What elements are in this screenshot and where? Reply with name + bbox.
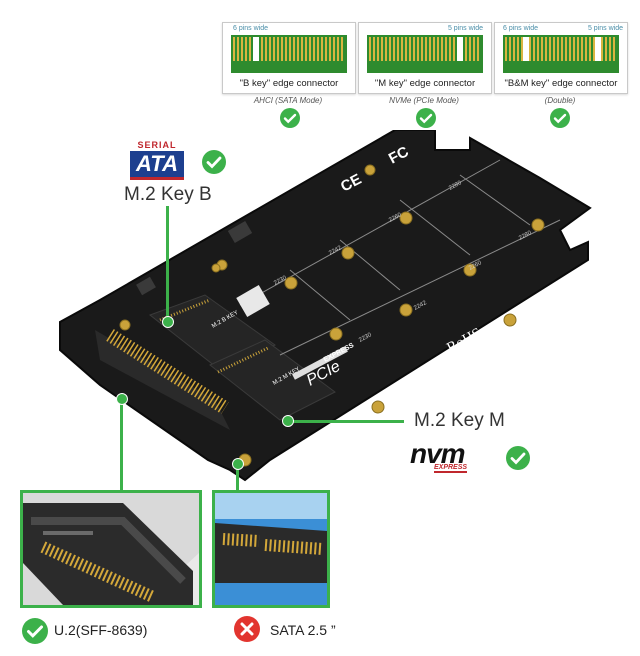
key-m-pointer bbox=[282, 415, 294, 427]
connector-mode: NVMe (PCIe Mode) bbox=[389, 96, 459, 105]
check-icon bbox=[506, 446, 530, 470]
connector-name: "B key" edge connector bbox=[239, 78, 339, 89]
chip bbox=[227, 220, 253, 244]
key-b-pointer bbox=[162, 316, 174, 328]
sata-leader-line bbox=[236, 462, 239, 492]
b-key-notch bbox=[523, 37, 529, 61]
size-label: 2260 bbox=[388, 212, 403, 224]
adapter-board: CE FC RoHS PCIe EXPRESS M.2 B KEY M.2 M … bbox=[59, 130, 592, 482]
size-label: 2280 bbox=[448, 180, 463, 192]
logo-sub-text: EXPRESS bbox=[434, 464, 468, 473]
m-key-notch bbox=[595, 37, 601, 61]
warning-icon bbox=[412, 378, 424, 393]
check-icon bbox=[416, 108, 436, 128]
size-label: 2230 bbox=[358, 332, 373, 344]
connector-name: "B&M key" edge connector bbox=[504, 78, 618, 89]
chip bbox=[136, 276, 156, 296]
pins-width-label: 5 pins wide bbox=[587, 25, 623, 32]
m-key-connector-card: 5 pins wide "M key" edge connector bbox=[358, 22, 492, 94]
key-notch bbox=[457, 37, 463, 61]
check-icon bbox=[280, 108, 300, 128]
sata-connector-photo bbox=[212, 490, 330, 608]
connector-mode: (Double) bbox=[544, 96, 576, 105]
size-label: 2242 bbox=[413, 300, 428, 312]
pcb-body bbox=[59, 130, 592, 482]
sata-pointer bbox=[232, 458, 244, 470]
connector-mode: AHCI (SATA Mode) bbox=[253, 96, 323, 105]
u2-connector bbox=[95, 330, 230, 430]
logo-sticker bbox=[236, 284, 270, 318]
logo-top-text: SERIAL bbox=[137, 140, 177, 150]
u2-connector-photo bbox=[20, 490, 202, 608]
connector-name: "M key" edge connector bbox=[374, 78, 476, 89]
logo-main-text: ATA bbox=[130, 151, 184, 180]
serial-ata-logo: SERIAL ATA bbox=[126, 140, 188, 180]
size-label: 2260 bbox=[468, 260, 483, 272]
check-icon bbox=[550, 108, 570, 128]
edge-fingers bbox=[233, 37, 345, 61]
logo-main-text: nvm bbox=[410, 438, 466, 469]
x-icon bbox=[234, 616, 260, 642]
size-label: 2280 bbox=[518, 230, 533, 242]
check-icon bbox=[202, 150, 226, 174]
bm-key-connector-card: 6 pins wide 5 pins wide "B&M key" edge c… bbox=[494, 22, 628, 94]
u2-leader-line bbox=[120, 398, 123, 494]
size-label: 2242 bbox=[328, 245, 343, 257]
u2-pointer bbox=[116, 393, 128, 405]
m2-m-slot bbox=[209, 339, 336, 421]
pins-width-label: 5 pins wide bbox=[447, 25, 483, 32]
check-icon bbox=[22, 618, 48, 644]
key-m-leader-line bbox=[288, 420, 404, 423]
pins-width-label: 6 pins wide bbox=[503, 25, 539, 32]
pins-width-label: 6 pins wide bbox=[233, 25, 269, 32]
sata-label: SATA 2.5 ” bbox=[270, 622, 336, 638]
key-m-label: M.2 Key M bbox=[414, 410, 505, 431]
nvm-express-logo: nvm EXPRESS bbox=[410, 440, 502, 476]
key-b-label: M.2 Key B bbox=[124, 184, 212, 205]
key-b-leader-line bbox=[166, 206, 169, 320]
key-notch bbox=[253, 37, 259, 61]
gold-pins bbox=[106, 329, 229, 414]
u2-label: U.2(SFF-8639) bbox=[54, 622, 148, 638]
size-label: 2230 bbox=[273, 275, 288, 287]
edge-fingers bbox=[369, 37, 481, 61]
b-key-connector-card: 6 pins wide "B key" edge connector bbox=[222, 22, 356, 94]
mounting-holes bbox=[119, 164, 545, 467]
